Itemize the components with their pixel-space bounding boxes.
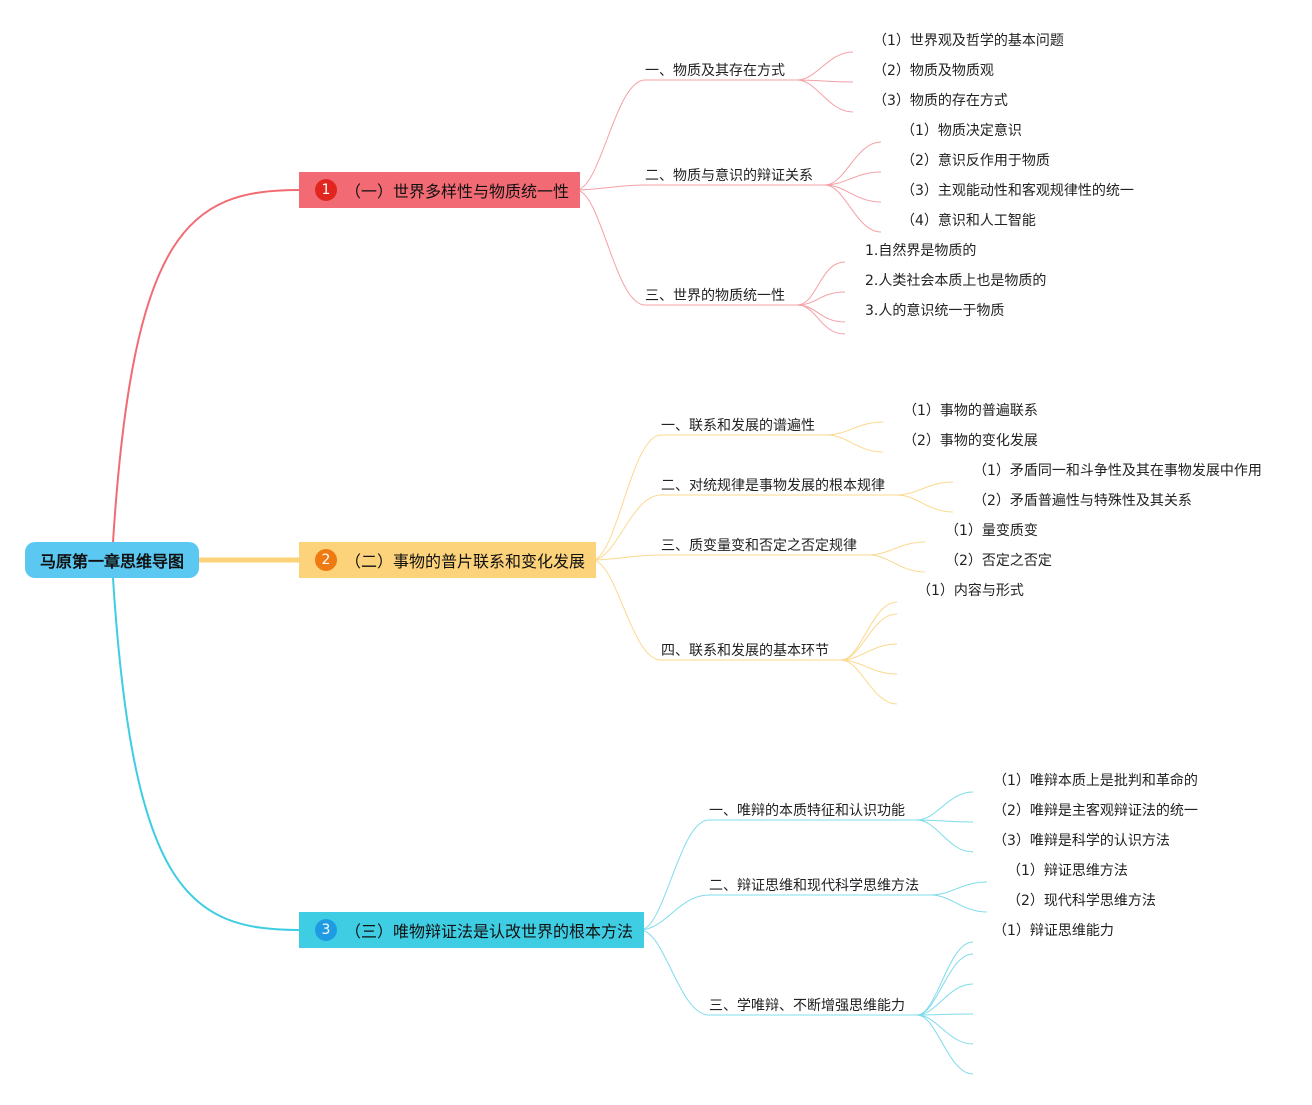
sub-leaf-connector	[840, 659, 898, 705]
leaf-topic[interactable]: （2）事物的变化发展	[903, 433, 1038, 449]
sub-leaf-connector	[916, 791, 974, 821]
root-branch-connector	[112, 577, 300, 931]
leaf-topic[interactable]: （2）矛盾普遍性与特殊性及其关系	[973, 493, 1192, 509]
subtopic-2-2[interactable]: 二、对统规律是事物发展的根本规律	[661, 478, 885, 494]
subtopic-3-3[interactable]: 三、学唯辩、不断增强思维能力	[709, 998, 905, 1014]
sub-leaf-connector	[930, 894, 988, 913]
leaf-topic[interactable]: （1）物质决定意识	[901, 123, 1022, 139]
branch-label-2: （二）事物的普片联系和变化发展	[345, 552, 586, 571]
branch-sub-connector	[591, 434, 662, 561]
leaf-topic[interactable]: （1）矛盾同一和斗争性及其在事物发展中作用	[973, 463, 1262, 479]
sub-leaf-connector	[796, 304, 846, 335]
sub-leaf-connector	[896, 481, 954, 496]
sub-leaf-connector	[916, 1014, 974, 1075]
sub-leaf-connector	[916, 1013, 974, 1016]
sub-leaf-connector	[824, 184, 882, 203]
branch-sub-connector	[591, 559, 662, 661]
branch-sub-connector	[639, 894, 710, 931]
sub-leaf-connector	[796, 79, 854, 113]
root-label: 马原第一章思维导图	[39, 552, 184, 571]
leaf-topic[interactable]: （1）量变质变	[945, 523, 1038, 539]
branch-sub-connector	[591, 554, 662, 561]
sub-leaf-connector	[916, 941, 974, 1016]
sub-leaf-connector	[796, 51, 854, 81]
sub-leaf-connector	[824, 171, 882, 186]
leaf-topic[interactable]: （2）否定之否定	[945, 553, 1052, 569]
subtopic-1-2[interactable]: 二、物质与意识的辩证关系	[645, 168, 813, 184]
branch-sub-connector	[639, 929, 710, 1016]
branch-sub-connector	[575, 184, 646, 191]
badge-1: 1	[315, 179, 337, 201]
sub-leaf-connector	[868, 554, 926, 573]
branch-label-1: （一）世界多样性与物质统一性	[345, 182, 570, 201]
subtopic-2-1[interactable]: 一、联系和发展的谱遍性	[661, 418, 815, 434]
branch-label-3: （三）唯物辩证法是认改世界的根本方法	[345, 922, 634, 941]
leaf-topic[interactable]: （2）意识反作用于物质	[901, 153, 1050, 169]
sub-leaf-connector	[796, 79, 854, 83]
branch-topic-3[interactable]: 3 （三）唯物辩证法是认改世界的根本方法	[299, 912, 644, 948]
leaf-topic[interactable]: 3.人的意识统一于物质	[865, 303, 1005, 319]
leaf-topic[interactable]: 1.自然界是物质的	[865, 243, 977, 259]
badge-2: 2	[315, 549, 337, 571]
leaf-topic[interactable]: （4）意识和人工智能	[901, 213, 1036, 229]
leaf-topic[interactable]: （1）事物的普遍联系	[903, 403, 1038, 419]
leaf-topic[interactable]: 2.人类社会本质上也是物质的	[865, 273, 1047, 289]
leaf-topic[interactable]: （3）主观能动性和客观规律性的统一	[901, 183, 1134, 199]
subtopic-2-4[interactable]: 四、联系和发展的基本环节	[661, 643, 829, 659]
leaf-topic[interactable]: （2）物质及物质观	[873, 63, 994, 79]
branch-sub-connector	[575, 79, 646, 191]
badge-3: 3	[315, 919, 337, 941]
subtopic-1-3[interactable]: 三、世界的物质统一性	[645, 288, 785, 304]
sub-leaf-connector	[930, 881, 988, 896]
sub-leaf-connector	[826, 421, 884, 436]
leaf-topic[interactable]: （1）内容与形式	[917, 583, 1024, 599]
branch-sub-connector	[639, 819, 710, 931]
leaf-topic[interactable]: （1）辩证思维能力	[993, 923, 1114, 939]
branch-topic-2[interactable]: 2 （二）事物的普片联系和变化发展	[299, 542, 596, 578]
root-topic[interactable]: 马原第一章思维导图	[25, 542, 199, 578]
sub-leaf-connector	[916, 983, 974, 1016]
leaf-topic[interactable]: （2）现代科学思维方法	[1007, 893, 1156, 909]
leaf-topic[interactable]: （3）物质的存在方式	[873, 93, 1008, 109]
leaf-topic[interactable]: （1）世界观及哲学的基本问题	[873, 33, 1064, 49]
sub-leaf-connector	[824, 184, 882, 233]
sub-leaf-connector	[916, 953, 974, 1016]
sub-leaf-connector	[840, 613, 898, 661]
leaf-topic[interactable]: （3）唯辩是科学的认识方法	[993, 833, 1170, 849]
branch-topic-1[interactable]: 1 （一）世界多样性与物质统一性	[299, 172, 580, 208]
sub-leaf-connector	[796, 261, 846, 306]
sub-leaf-connector	[796, 304, 846, 323]
sub-leaf-connector	[916, 819, 974, 853]
subtopic-3-2[interactable]: 二、辩证思维和现代科学思维方法	[709, 878, 919, 894]
sub-leaf-connector	[916, 819, 974, 823]
sub-leaf-connector	[896, 494, 954, 513]
branch-sub-connector	[591, 494, 662, 561]
leaf-topic[interactable]: （1）辩证思维方法	[1007, 863, 1128, 879]
sub-leaf-connector	[840, 643, 898, 661]
subtopic-2-3[interactable]: 三、质变量变和否定之否定规律	[661, 538, 857, 554]
sub-leaf-connector	[824, 141, 882, 186]
leaf-topic[interactable]: （1）唯辩本质上是批判和革命的	[993, 773, 1198, 789]
sub-leaf-connector	[868, 541, 926, 556]
sub-leaf-connector	[916, 1014, 974, 1045]
leaf-topic[interactable]: （2）唯辩是主客观辩证法的统一	[993, 803, 1198, 819]
sub-leaf-connector	[826, 434, 884, 453]
subtopic-1-1[interactable]: 一、物质及其存在方式	[645, 63, 785, 79]
subtopic-3-1[interactable]: 一、唯辩的本质特征和认识功能	[709, 803, 905, 819]
sub-leaf-connector	[796, 291, 846, 306]
branch-sub-connector	[575, 189, 646, 306]
root-branch-connector	[112, 189, 300, 543]
